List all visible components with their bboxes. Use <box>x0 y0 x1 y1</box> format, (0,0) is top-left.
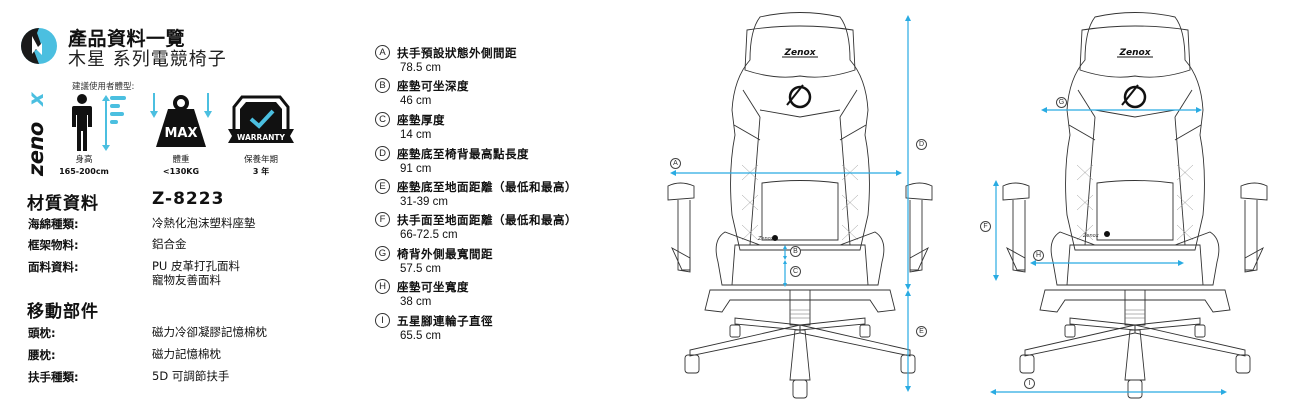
dimension-badge: I <box>375 313 390 328</box>
dimension-e: E 座墊底至地面距離（最低和最高） 31-39 cm <box>372 178 642 210</box>
fabric-value: PU 皮革打孔面料 <box>152 259 241 273</box>
headrest-label: 頭枕: <box>28 326 56 340</box>
marker-h: H <box>1033 250 1044 261</box>
page-subtitle: 木星 系列電競椅子 <box>68 49 227 70</box>
dimension-badge: B <box>375 78 390 93</box>
headrest-value: 磁力冷卻凝膠記憶棉枕 <box>152 325 267 339</box>
marker-d: D <box>916 139 927 150</box>
lumbar-label: 腰枕: <box>28 348 56 362</box>
dimension-g: G 椅背外側最寬間距 57.5 cm <box>372 245 642 277</box>
weight-caption: 體重 <box>172 155 190 165</box>
dimension-label: 扶手預設狀態外側間距 <box>397 45 517 60</box>
spec-height <box>68 93 128 159</box>
svg-text:Zenox: Zenox <box>1082 233 1099 239</box>
dimension-label: 扶手面至地面距離（最低和最高） <box>397 212 577 227</box>
model-code: Z-8223 <box>152 189 225 209</box>
dimension-badge: F <box>375 212 390 227</box>
dimension-value: 38 cm <box>400 296 432 308</box>
dimension-label: 五星腳連輪子直徑 <box>397 313 493 328</box>
dimension-badge: D <box>375 146 390 161</box>
dimension-badge: C <box>375 112 390 127</box>
svg-text:zeno: zeno <box>24 122 48 177</box>
chair-diagram-front-left: Zenox Zenox A B C D <box>650 0 950 405</box>
dimension-badge: G <box>375 246 390 261</box>
dimension-b: B 座墊可坐深度 46 cm <box>372 77 642 109</box>
fabric-label: 面料資料: <box>28 260 79 274</box>
dimension-c: C 座墊厚度 14 cm <box>372 111 642 143</box>
zenox-bolt-logo-icon <box>20 27 58 65</box>
marker-i: I <box>1024 378 1035 389</box>
svg-text:Zenox: Zenox <box>757 236 774 242</box>
chair-outline-icon: Zenox Zenox <box>990 12 1268 399</box>
dimension-f: F 扶手面至地面距離（最低和最高） 66-72.5 cm <box>372 211 642 243</box>
foam-type-value: 冷熱化泡沫塑料座墊 <box>152 216 256 230</box>
dimension-value: 46 cm <box>400 95 432 107</box>
marker-e: E <box>916 326 927 337</box>
dimension-value: 66-72.5 cm <box>400 229 458 241</box>
zenox-vertical-wordmark: zeno x <box>22 80 48 178</box>
marker-b: B <box>790 246 801 257</box>
armrest-type-value: 5D 可調節扶手 <box>152 369 230 383</box>
dimension-badge: H <box>375 279 390 294</box>
dimension-badge: E <box>375 179 390 194</box>
warranty-value: 3 年 <box>252 167 270 176</box>
svg-text:MAX: MAX <box>164 126 197 141</box>
dimension-value: 31-39 cm <box>400 196 448 208</box>
moving-parts-title: 移動部件 <box>27 302 99 322</box>
dimension-label: 座墊底至椅背最高點長度 <box>397 146 529 161</box>
weight-max-icon: MAX <box>150 93 212 147</box>
dimension-badge: A <box>375 45 390 60</box>
spec-weight: MAX <box>150 93 212 157</box>
dimension-a: A 扶手預設狀態外側間距 78.5 cm <box>372 44 642 76</box>
person-height-icon <box>72 94 126 151</box>
height-value: 165-200cm <box>59 167 109 176</box>
dimension-value: 91 cm <box>400 163 432 175</box>
materials-title: 材質資料 <box>27 194 99 214</box>
lumbar-value: 磁力記憶棉枕 <box>152 347 221 361</box>
page-title: 產品資料一覽 <box>68 28 186 50</box>
armrest-type-label: 扶手種類: <box>28 370 79 384</box>
dimension-value: 78.5 cm <box>400 62 441 74</box>
weight-value: <130KG <box>162 167 200 176</box>
height-caption: 身高 <box>75 155 93 165</box>
dimension-i: I 五星腳連輪子直徑 65.5 cm <box>372 312 642 344</box>
dimension-label: 椅背外側最寬間距 <box>397 246 493 261</box>
foam-type-label: 海綿種類: <box>28 217 79 231</box>
dimension-h: H 座墊可坐寬度 38 cm <box>372 278 642 310</box>
marker-a: A <box>670 158 681 169</box>
dimension-label: 座墊厚度 <box>397 112 445 127</box>
recommended-body-label: 建議使用者體型: <box>72 82 135 92</box>
marker-f: F <box>980 221 991 232</box>
frame-material-value: 鋁合金 <box>152 237 187 251</box>
svg-text:WARRANTY: WARRANTY <box>237 133 285 142</box>
dimension-value: 65.5 cm <box>400 330 441 342</box>
fabric-value-2: 寵物友善面料 <box>152 273 221 287</box>
dimension-d: D 座墊底至椅背最高點長度 91 cm <box>372 145 642 177</box>
chair-diagram-front-right: Zenox Zenox F G H I <box>970 0 1296 405</box>
dimension-value: 57.5 cm <box>400 263 441 275</box>
marker-g: G <box>1056 97 1067 108</box>
svg-text:Zenox: Zenox <box>1118 48 1151 58</box>
dimension-label: 座墊底至地面距離（最低和最高） <box>397 179 577 194</box>
warranty-badge-icon: WARRANTY <box>228 95 294 143</box>
dimension-label: 座墊可坐寬度 <box>397 279 469 294</box>
frame-material-label: 框架物料: <box>28 238 79 252</box>
warranty-caption: 保養年期 <box>243 155 278 165</box>
dimension-label: 座墊可坐深度 <box>397 78 469 93</box>
marker-c: C <box>790 266 801 277</box>
chair-outline-icon: Zenox Zenox <box>667 12 933 399</box>
svg-text:x: x <box>24 91 48 107</box>
spec-warranty: WARRANTY <box>228 93 294 157</box>
svg-text:Zenox: Zenox <box>783 48 816 58</box>
dimension-value: 14 cm <box>400 129 432 141</box>
